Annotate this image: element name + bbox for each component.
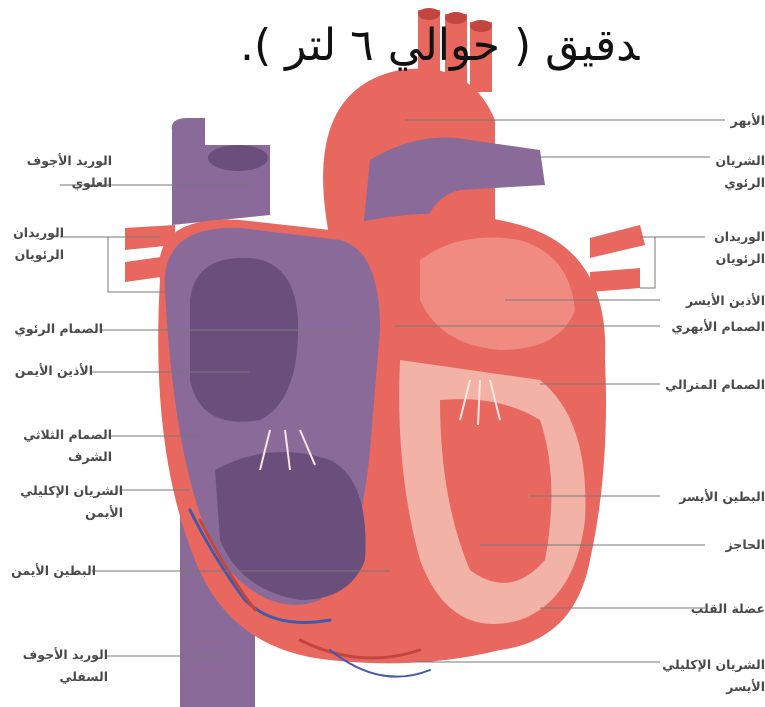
label-tricuspid-valve: الصمام الثلاثي الشرف xyxy=(8,424,112,468)
headline-text: ﺪﻗﻴﻖ ( ﺣﻮاﻟﻲ ٦ ﻟﺘﺮ ). xyxy=(240,20,765,71)
label-left-ventricle: البطين الأيسر xyxy=(662,486,765,508)
label-aorta: الأبهر xyxy=(725,110,765,132)
left-pulmonary-veins-shape xyxy=(590,225,645,292)
superior-vena-cava-shape xyxy=(172,118,270,225)
label-right-atrium: الأذين الأيمن xyxy=(8,360,93,382)
label-inferior-vena-cava: الوريد الأجوف السفلي xyxy=(8,644,108,688)
label-right-coronary-artery: الشريان الإكليلي الأيمن xyxy=(8,480,123,524)
label-right-ventricle: البطين الأيمن xyxy=(8,560,96,582)
label-right-pulmonary-veins: الوريدان الرئويان xyxy=(8,222,64,266)
label-heart-muscle: عضلة القلب xyxy=(705,598,765,620)
label-pulmonary-artery: الشريان الرئوي xyxy=(710,150,765,194)
label-mitral-valve: الصمام المترالي xyxy=(662,374,765,396)
label-pulmonary-valve: الصمام الرئوي xyxy=(8,318,103,340)
label-left-atrium: الأذين الأيسر xyxy=(662,290,765,312)
right-atrium-cavity xyxy=(190,258,298,422)
label-superior-vena-cava: الوريد الأجوف العلوي xyxy=(8,150,112,194)
label-aortic-valve: الصمام الأبهري xyxy=(662,316,765,338)
label-septum: الحاجز xyxy=(705,534,765,556)
label-left-coronary-artery: الشريان الإكليلي الأيسر xyxy=(662,654,765,698)
label-left-pulmonary-veins: الوريدان الرئويان xyxy=(705,226,765,270)
svc-opening xyxy=(208,145,268,171)
